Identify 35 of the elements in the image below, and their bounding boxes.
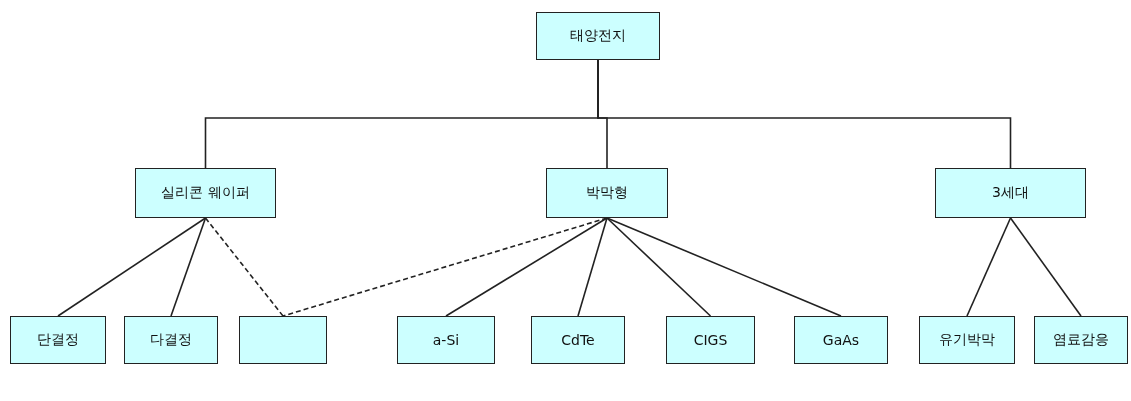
category-box: [536, 12, 660, 60]
category-box: [10, 316, 106, 364]
node-label: 박막형: [586, 184, 628, 202]
connector-line: [577, 217, 608, 317]
node-label: CdTe: [561, 332, 595, 348]
node-label: 태양전지: [570, 27, 626, 45]
category-box: [919, 316, 1015, 364]
category-box: [1034, 316, 1128, 364]
node-label: 다결정: [150, 331, 192, 349]
node-label: 염료감응: [1053, 331, 1109, 349]
connector-line: [606, 217, 712, 317]
empty-box: [239, 316, 327, 364]
node-label: 3세대: [992, 184, 1029, 202]
category-box: [666, 316, 755, 364]
category-box: [531, 316, 625, 364]
connector-line: [57, 217, 207, 317]
node-label: CIGS: [693, 332, 728, 348]
connector-line: [606, 217, 842, 317]
category-box: [935, 168, 1086, 218]
node-label: GaAs: [822, 332, 860, 348]
connector-line: [597, 59, 1012, 169]
node-label: a-Si: [432, 332, 460, 348]
category-box: [135, 168, 276, 218]
node-label: 단결정: [37, 331, 79, 349]
dashed-connector: [204, 217, 284, 317]
connector-line: [966, 217, 1012, 317]
category-box: [546, 168, 668, 218]
category-box: [124, 316, 218, 364]
category-box: [794, 316, 888, 364]
connector-line: [1009, 217, 1082, 317]
category-box: [397, 316, 495, 364]
connector-line: [170, 217, 207, 317]
node-label: 실리콘 웨이퍼: [161, 184, 250, 202]
node-label: 유기박막: [939, 331, 995, 349]
connector-line: [445, 217, 608, 317]
